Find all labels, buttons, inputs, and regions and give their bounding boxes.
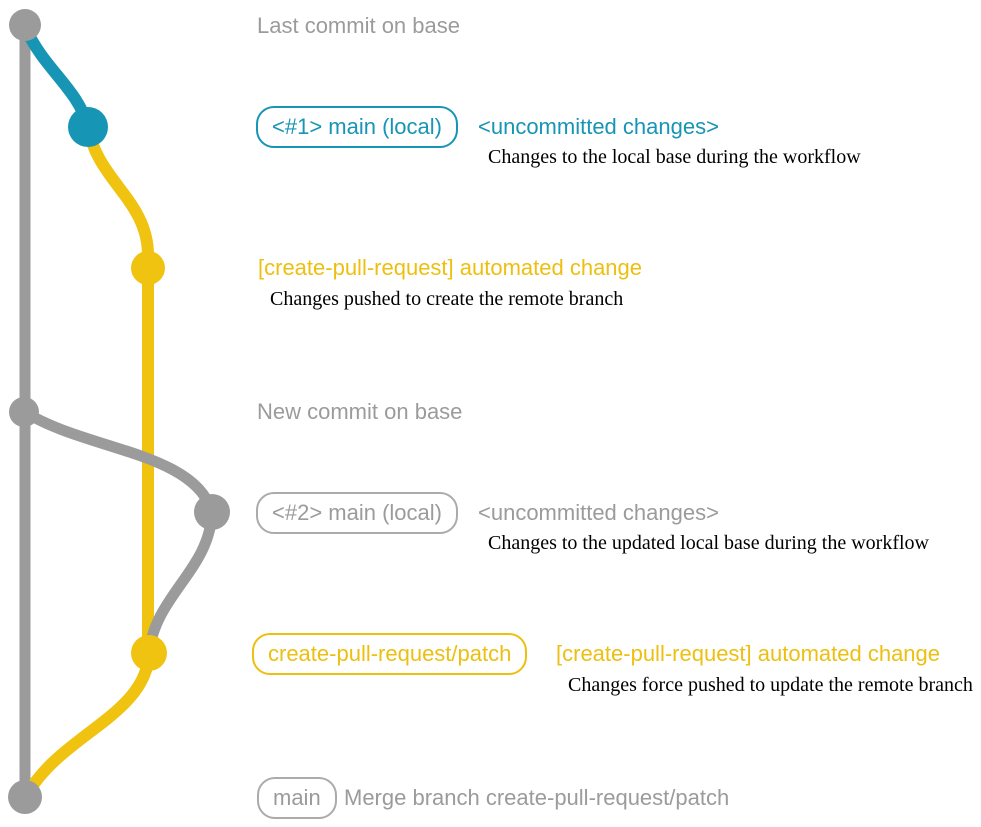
local-change-line-2b <box>143 511 218 654</box>
commit-dot-automated-1 <box>131 251 165 285</box>
automated-change-desc-2: Changes force pushed to update the remot… <box>568 674 973 696</box>
commit-dot-automated-2 <box>131 635 167 671</box>
local-change-line-2a <box>22 407 218 514</box>
commit-dot-new-base <box>9 397 39 427</box>
new-commit-label: New commit on base <box>257 399 463 424</box>
commit-dot-uncommitted-2 <box>194 494 230 530</box>
uncommitted-changes-title-1: <uncommitted changes> <box>478 114 719 139</box>
git-graph <box>8 9 230 814</box>
branch-badge-main: main <box>257 777 337 819</box>
automated-change-title-1: [create-pull-request] automated change <box>258 255 643 280</box>
commit-dot-uncommitted-1 <box>68 107 108 147</box>
uncommitted-changes-title-2: <uncommitted changes> <box>478 500 719 525</box>
merge-commit-label: Merge branch create-pull-request/patch <box>344 785 730 810</box>
automated-change-desc-1: Changes pushed to create the remote bran… <box>270 288 624 310</box>
commit-dot-merge <box>8 780 42 814</box>
branch-badge-patch: create-pull-request/patch <box>252 633 528 675</box>
patch-merge-line <box>21 652 155 799</box>
commit-dot-last-base <box>9 9 41 41</box>
uncommitted-changes-desc-2: Changes to the updated local base during… <box>488 532 929 554</box>
patch-branch-line <box>82 124 154 653</box>
branch-badge-main-local-2: <#2> main (local) <box>256 492 458 534</box>
uncommitted-changes-desc-1: Changes to the local base during the wor… <box>488 146 861 168</box>
last-commit-label: Last commit on base <box>257 13 460 38</box>
branch-badge-main-local-1: <#1> main (local) <box>256 106 458 148</box>
automated-change-title-2: [create-pull-request] automated change <box>556 641 941 666</box>
